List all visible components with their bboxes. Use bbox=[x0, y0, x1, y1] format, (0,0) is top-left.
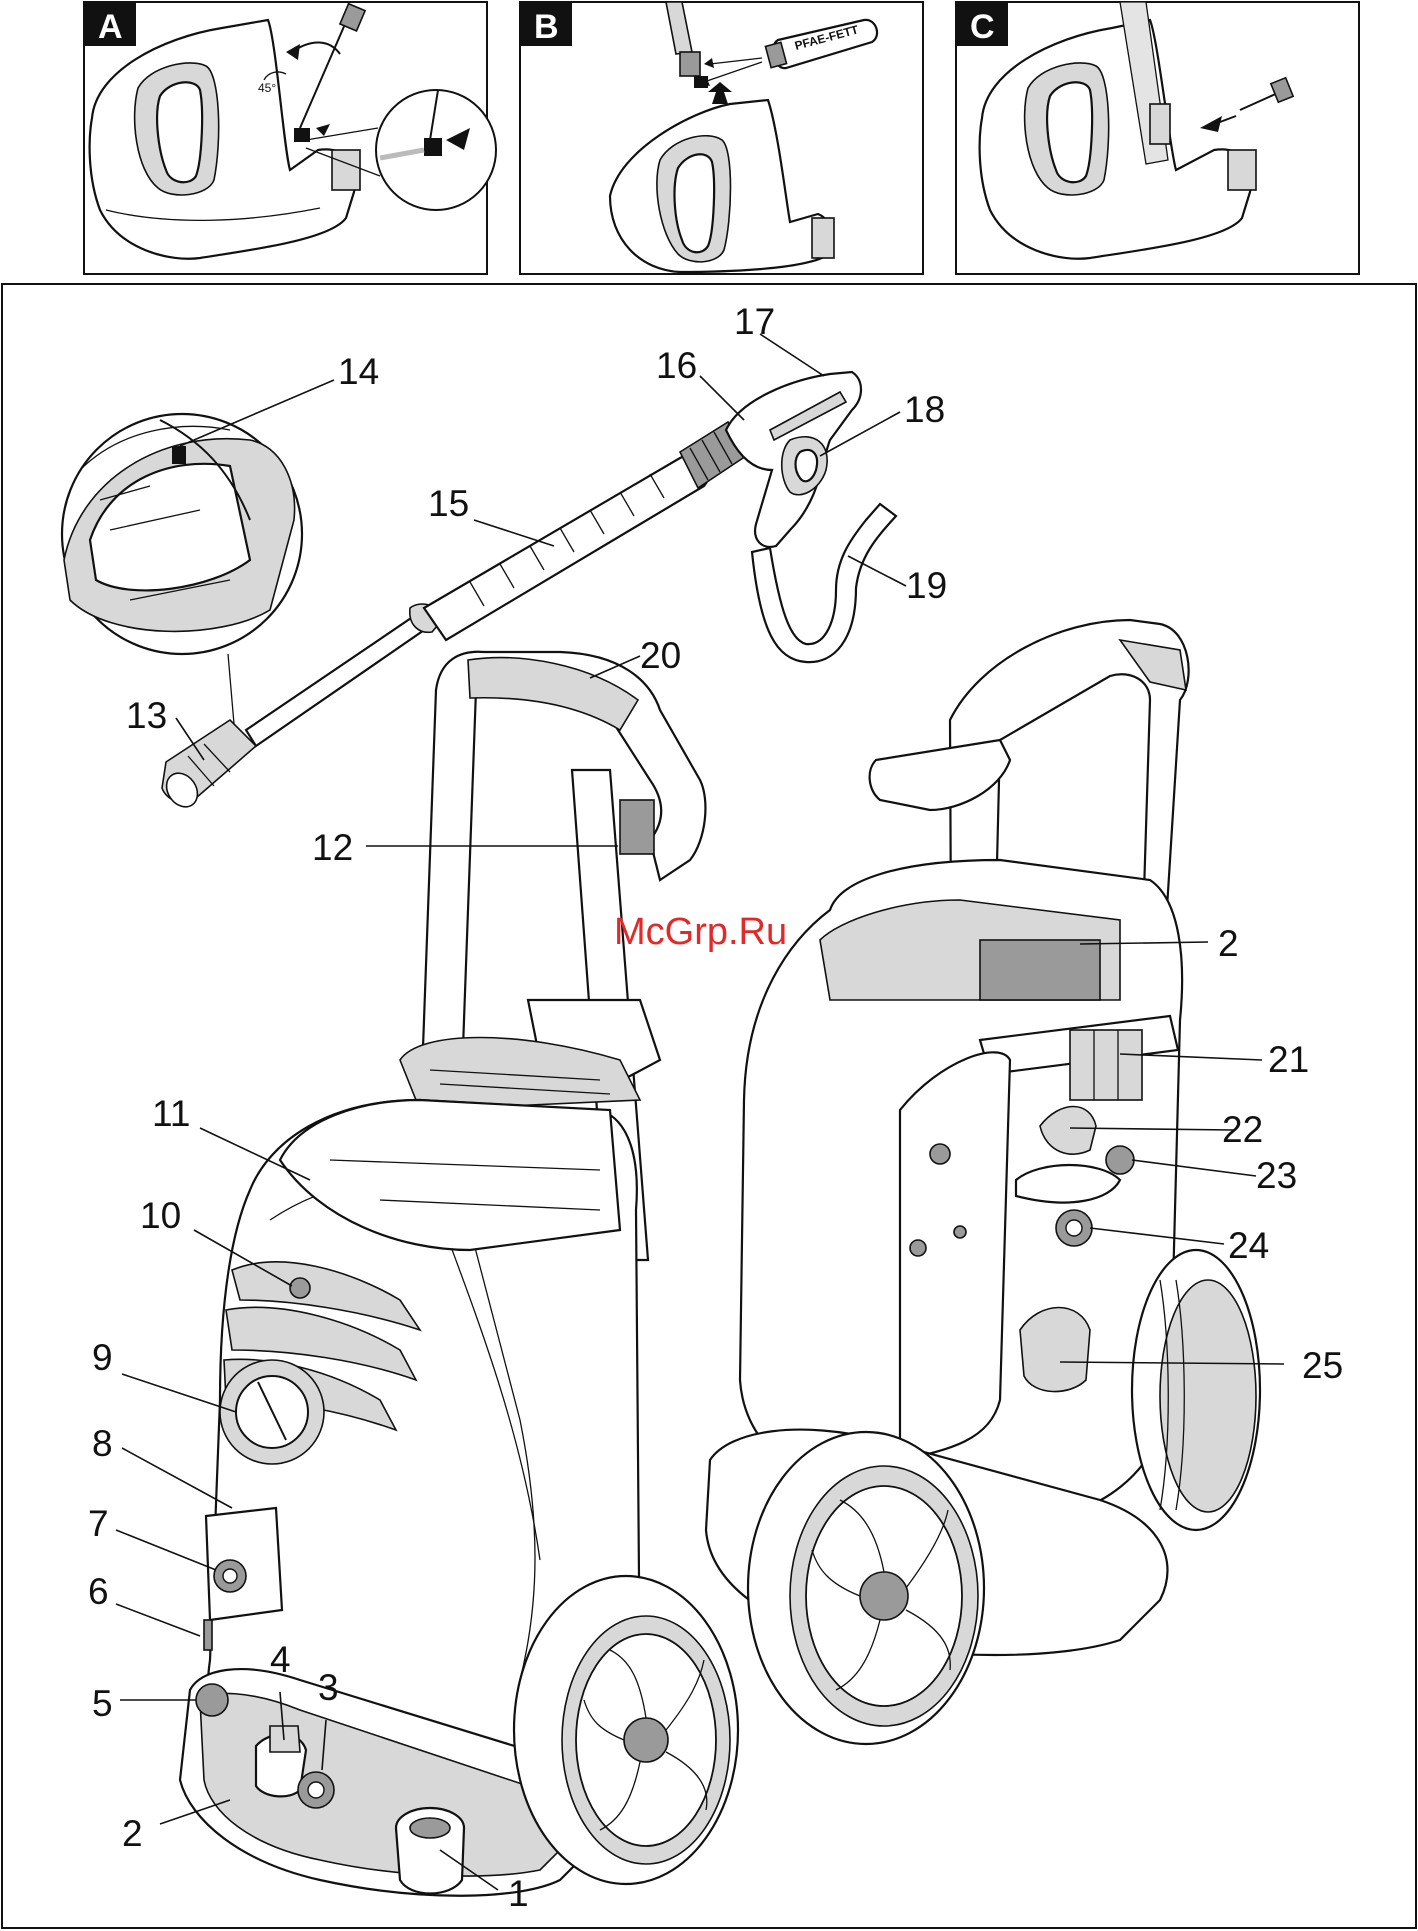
callout-8: 8 bbox=[92, 1423, 113, 1464]
callout-20: 20 bbox=[640, 635, 681, 676]
callout-21: 21 bbox=[1268, 1039, 1309, 1080]
watermark: McGrp.Ru bbox=[614, 911, 787, 953]
callout-16: 16 bbox=[656, 345, 697, 386]
panel-a-letter: A bbox=[98, 8, 123, 46]
callout-17: 17 bbox=[734, 301, 775, 342]
callout-9: 9 bbox=[92, 1337, 113, 1378]
type-plate bbox=[204, 1620, 212, 1650]
callout-25: 25 bbox=[1302, 1345, 1343, 1386]
callout-6: 6 bbox=[88, 1571, 109, 1612]
callout-11: 11 bbox=[152, 1093, 190, 1134]
callout-18: 18 bbox=[904, 389, 945, 430]
callout-5: 5 bbox=[92, 1683, 113, 1724]
callout-14: 14 bbox=[338, 351, 379, 392]
callout-22: 22 bbox=[1222, 1109, 1263, 1150]
callout-2: 2 bbox=[122, 1813, 143, 1854]
water-inlet bbox=[196, 1684, 228, 1716]
panel-a: A 45° bbox=[84, 2, 496, 274]
trigger-gun-holder bbox=[620, 800, 654, 854]
callout-19: 19 bbox=[906, 565, 947, 606]
panel-c: C bbox=[956, 2, 1359, 274]
callout-2b: 2 bbox=[1218, 923, 1239, 964]
callout-13: 13 bbox=[126, 695, 167, 736]
callout-1: 1 bbox=[508, 1873, 529, 1914]
callout-23: 23 bbox=[1256, 1155, 1297, 1196]
callout-3: 3 bbox=[318, 1667, 339, 1708]
panel-b: B PFAE-FETT bbox=[520, 2, 923, 274]
callout-24: 24 bbox=[1228, 1225, 1269, 1266]
indicator-light bbox=[290, 1278, 310, 1298]
callout-12: 12 bbox=[312, 827, 353, 868]
callout-4: 4 bbox=[270, 1639, 291, 1680]
angle-label: 45° bbox=[258, 81, 276, 95]
panel-c-letter: C bbox=[970, 8, 995, 46]
callout-7: 7 bbox=[88, 1503, 109, 1544]
callout-15: 15 bbox=[428, 483, 469, 524]
panel-b-letter: B bbox=[534, 8, 559, 46]
callout-10: 10 bbox=[140, 1195, 181, 1236]
